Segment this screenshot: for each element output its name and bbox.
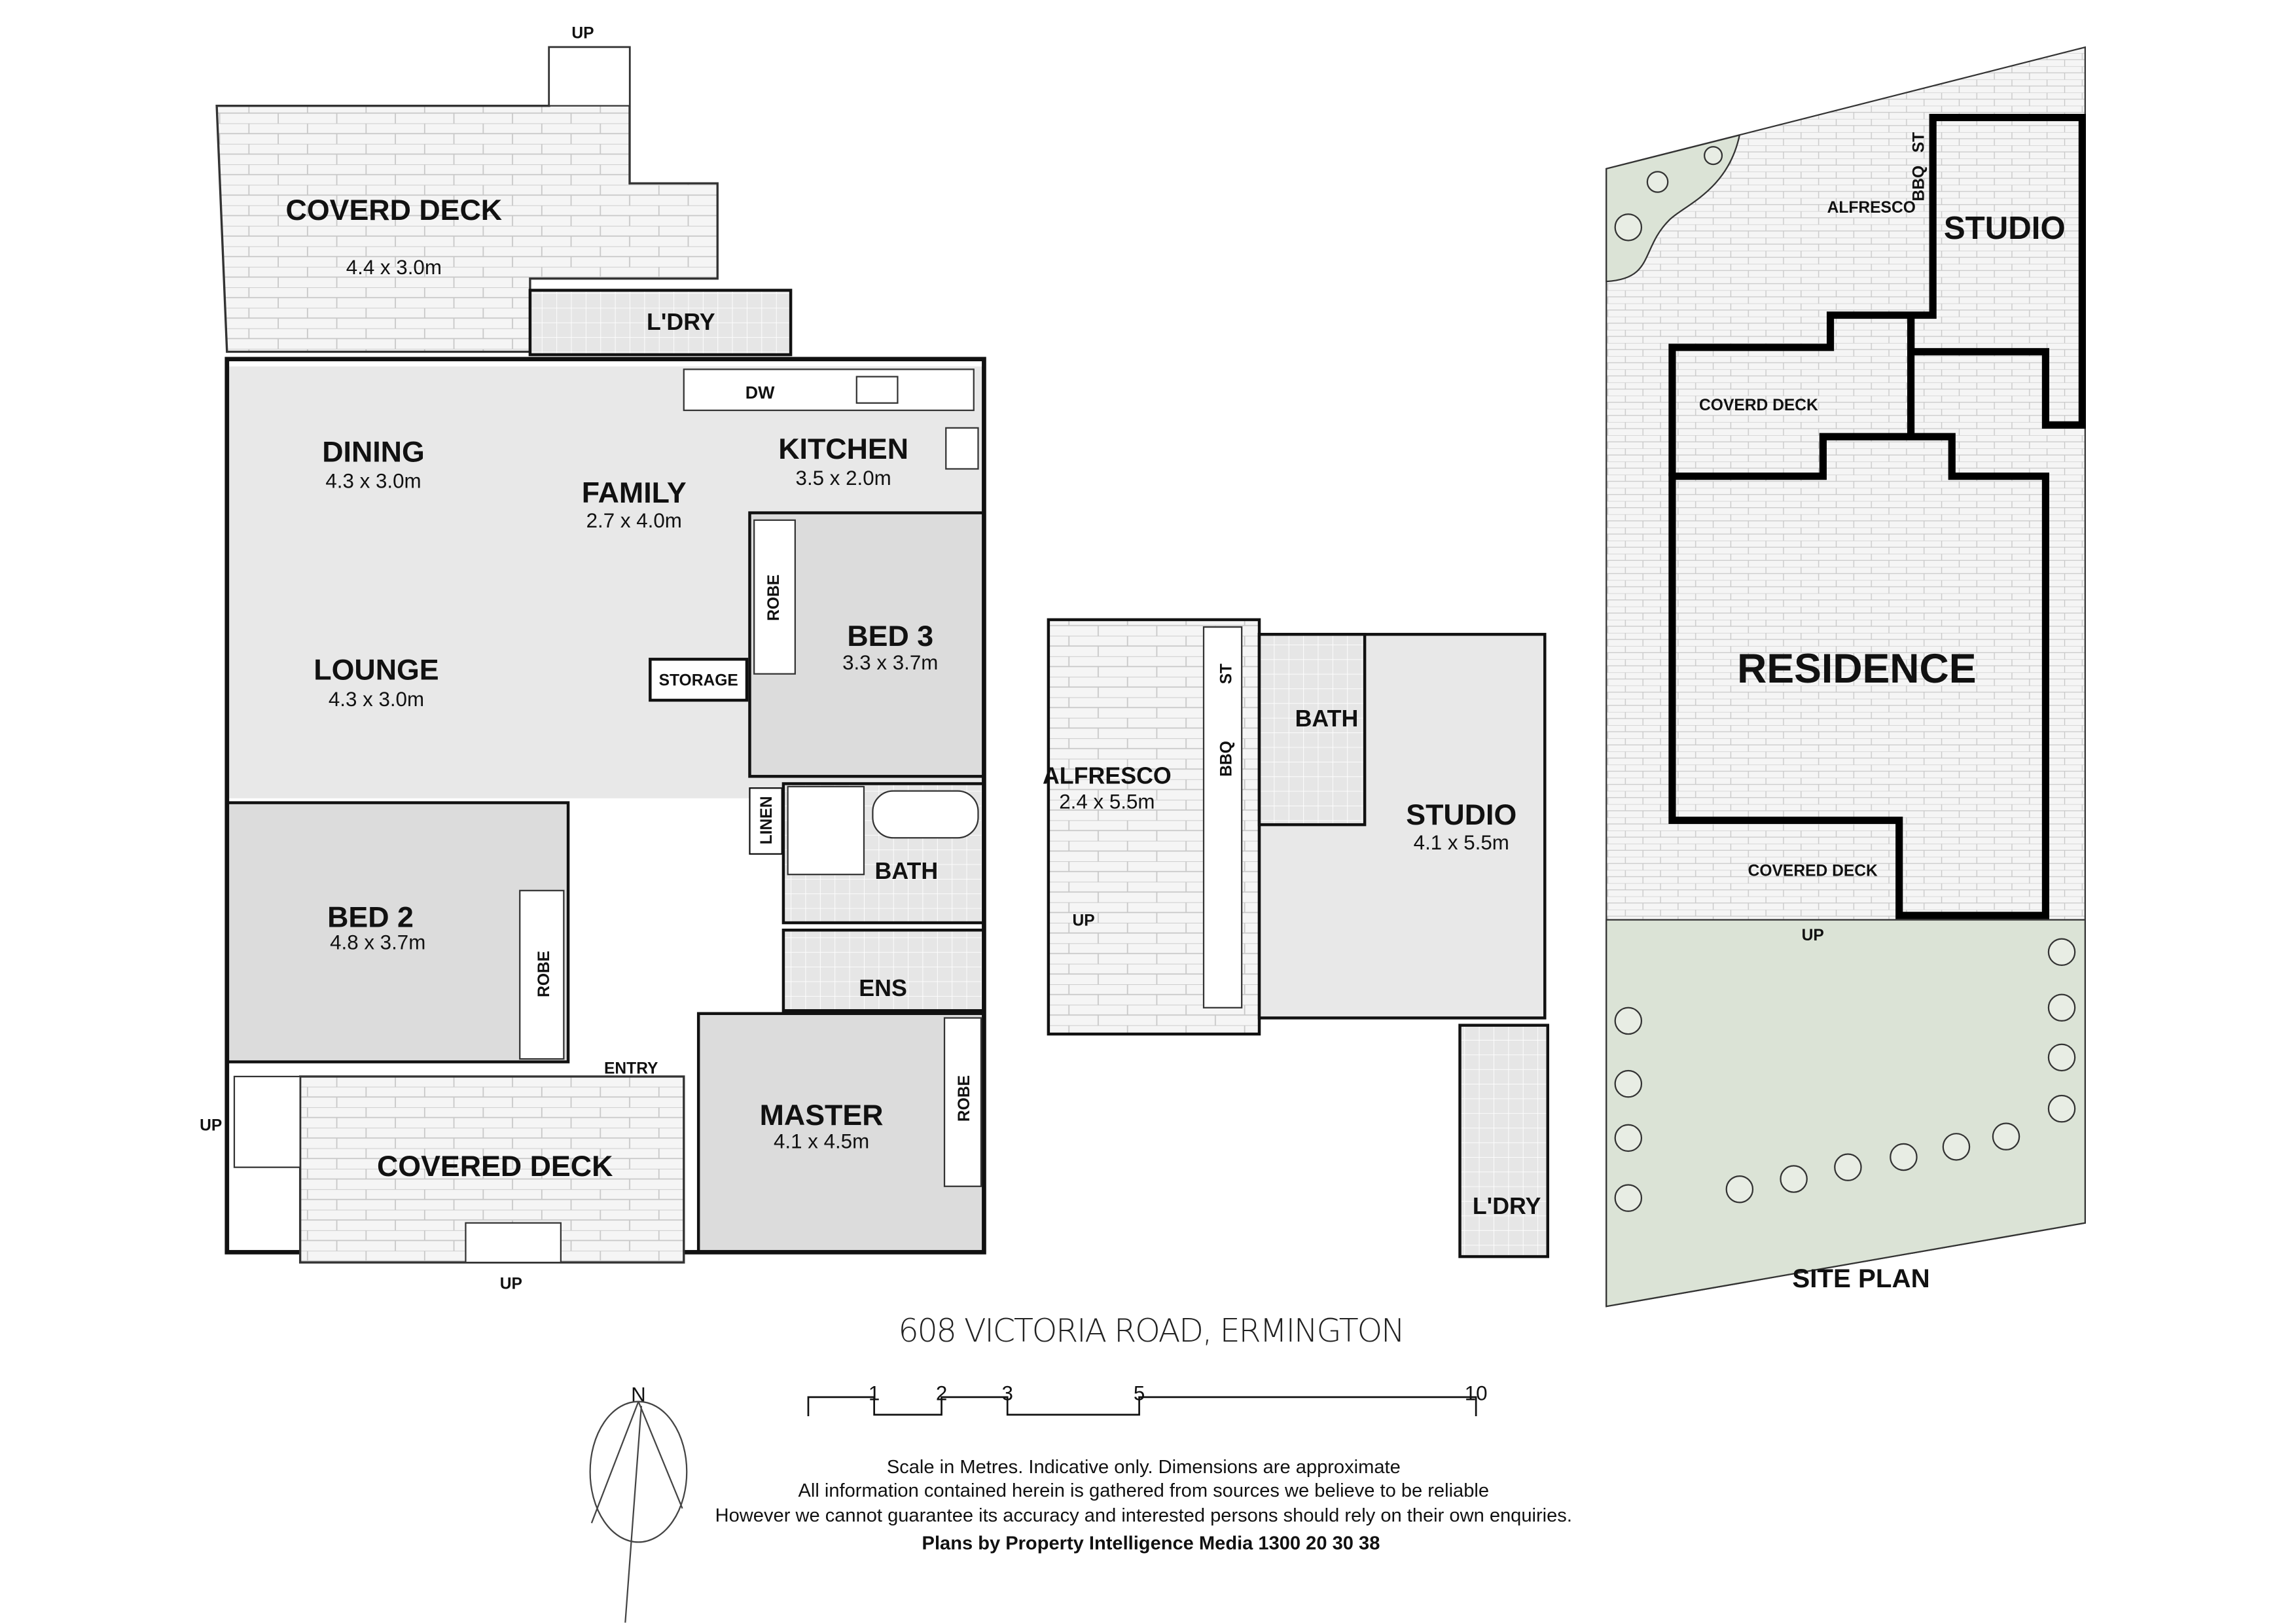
studio-dims: 4.1 x 5.5m xyxy=(1414,831,1509,854)
coverd-deck-top-dims: 4.4 x 3.0m xyxy=(346,256,442,279)
site-st-label: ST xyxy=(1910,132,1928,152)
bbq-label: BBQ xyxy=(1218,741,1236,777)
bed2-label: BED 2 xyxy=(327,901,414,934)
disclaimer-line-1: Scale in Metres. Indicative only. Dimens… xyxy=(887,1457,1401,1478)
footer: 608 VICTORIA ROAD, ERMINGTON N 1 2 3 5 1… xyxy=(589,1311,1572,1623)
master-dims: 4.1 x 4.5m xyxy=(774,1130,869,1153)
site-bbq-label: BBQ xyxy=(1910,166,1928,202)
north-arrow-icon xyxy=(589,1400,688,1623)
site-studio-label: STUDIO xyxy=(1944,210,2066,246)
linen-area xyxy=(749,787,783,855)
laundry-area xyxy=(528,289,793,357)
garden-bed xyxy=(1605,134,1741,283)
robe-master xyxy=(943,1017,982,1187)
robe-bed2-label: ROBE xyxy=(535,951,553,997)
shower-bath-icon xyxy=(787,785,865,876)
scale-tick-1: 1 xyxy=(869,1382,880,1404)
disclaimer-line-3: However we cannot guarantee its accuracy… xyxy=(715,1505,1572,1526)
site-alfresco-label: ALFRESCO xyxy=(1827,199,1916,217)
scale-tick-2: 2 xyxy=(936,1382,947,1404)
tree-icons xyxy=(1614,146,2076,1212)
site-up-label: UP xyxy=(1802,927,1824,944)
up-label-bottom: UP xyxy=(500,1275,522,1293)
robe-bed3-label: ROBE xyxy=(765,575,783,621)
linen-label: LINEN xyxy=(758,796,776,845)
alfresco-dims: 2.4 x 5.5m xyxy=(1059,791,1155,813)
alfresco-label: ALFRESCO xyxy=(1043,762,1172,789)
bath-label: BATH xyxy=(874,858,938,884)
scale-bar: 1 2 3 5 10 xyxy=(807,1382,1488,1416)
scale-tick-3: 3 xyxy=(1002,1382,1013,1404)
stairs-top xyxy=(548,46,631,107)
bbq-bench xyxy=(1202,626,1243,1008)
site-plan-title: SITE PLAN xyxy=(1792,1264,1929,1293)
studio-bath-label: BATH xyxy=(1295,705,1359,732)
credit-line: Plans by Property Intelligence Media 130… xyxy=(922,1533,1380,1554)
site-plan: ST BBQ ALFRESCO STUDIO COVERD DECK RESID… xyxy=(1605,46,2086,1308)
lawn-area xyxy=(1605,919,2086,1308)
robe-bed2 xyxy=(519,889,565,1060)
dining-dims: 4.3 x 3.0m xyxy=(325,470,421,493)
coverd-deck-top-label: COVERD DECK xyxy=(286,194,503,226)
storage-area xyxy=(649,658,749,702)
cooktop-icon xyxy=(945,427,979,470)
residence-outline xyxy=(1668,433,2050,919)
bed3-label: BED 3 xyxy=(847,620,933,652)
studio-plan: ALFRESCO 2.4 x 5.5m ST BBQ BATH STUDIO 4… xyxy=(1043,618,1550,1258)
bed2-dims: 4.8 x 3.7m xyxy=(330,931,425,954)
kitchen-dims: 3.5 x 2.0m xyxy=(796,467,891,490)
master-area xyxy=(696,1012,986,1254)
storage-label: STORAGE xyxy=(659,672,738,690)
ensuite-label: ENS xyxy=(859,975,907,1001)
laundry-label: L'DRY xyxy=(647,309,715,335)
entry-label: ENTRY xyxy=(604,1060,658,1077)
ground-floor-plan: COVERD DECK 4.4 x 3.0m L'DRY DW DINING 4… xyxy=(200,25,986,1293)
disclaimer-line-2: All information contained herein is gath… xyxy=(798,1480,1489,1501)
family-label: FAMILY xyxy=(582,476,687,509)
dishwasher-label: DW xyxy=(745,383,775,402)
studio-up-label: UP xyxy=(1072,912,1094,930)
site-covered-deck-label: COVERED DECK xyxy=(1748,862,1878,880)
dining-label: DINING xyxy=(322,435,425,468)
scale-tick-5: 5 xyxy=(1134,1382,1145,1404)
up-label-top: UP xyxy=(571,25,594,43)
studio-outline xyxy=(1907,113,2086,429)
scale-tick-10: 10 xyxy=(1465,1382,1488,1404)
bathtub-icon xyxy=(872,790,979,839)
kitchen-bench xyxy=(683,368,975,412)
family-dims: 2.7 x 4.0m xyxy=(586,509,682,532)
master-label: MASTER xyxy=(760,1099,884,1132)
robe-bed3 xyxy=(753,519,796,675)
lounge-label: LOUNGE xyxy=(314,654,439,687)
bed3-dims: 3.3 x 3.7m xyxy=(842,651,938,674)
lounge-dims: 4.3 x 3.0m xyxy=(329,688,424,711)
covered-deck-label: COVERED DECK xyxy=(377,1150,613,1183)
studio-bath-area xyxy=(1257,633,1367,827)
north-label: N xyxy=(631,1383,646,1406)
kitchen-label: KITCHEN xyxy=(778,433,908,465)
up-label-left: UP xyxy=(200,1117,222,1135)
stairs-bottom xyxy=(465,1222,562,1264)
studio-laundry-label: L'DRY xyxy=(1473,1193,1541,1219)
bed2-area xyxy=(225,801,570,1063)
residence-label: RESIDENCE xyxy=(1737,646,1976,692)
studio-laundry-area xyxy=(1458,1024,1550,1258)
sink-icon xyxy=(855,376,899,404)
st-label: ST xyxy=(1218,664,1236,684)
robe-master-label: ROBE xyxy=(956,1075,973,1122)
site-coverd-deck-label: COVERD DECK xyxy=(1699,397,1818,414)
studio-label: STUDIO xyxy=(1406,798,1516,831)
ensuite-area xyxy=(781,928,986,1012)
address-title: 608 VICTORIA ROAD, ERMINGTON xyxy=(898,1311,1403,1349)
stairs-left xyxy=(233,1075,301,1168)
